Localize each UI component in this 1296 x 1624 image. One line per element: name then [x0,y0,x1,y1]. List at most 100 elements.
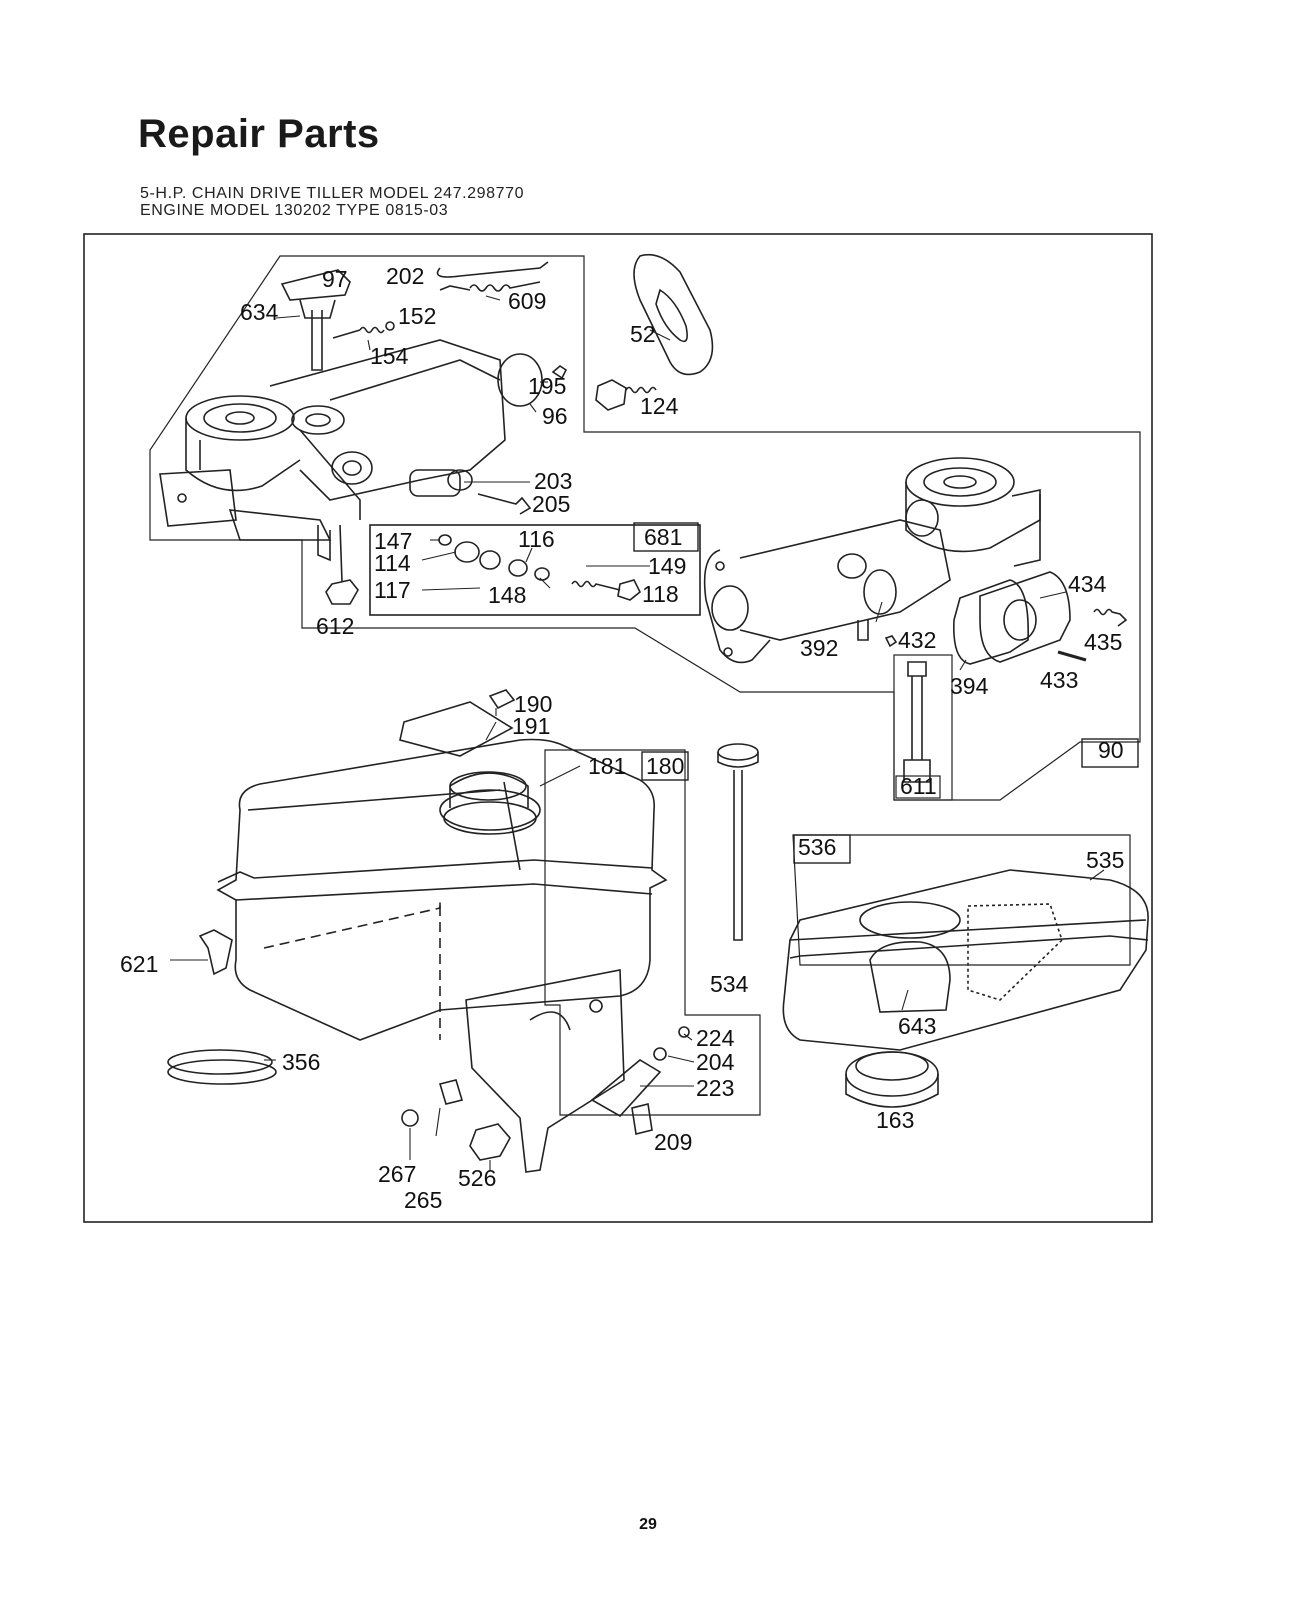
carburetor-left-drawing [159,269,506,583]
bolt-611 [903,661,931,783]
part-432 [884,635,898,648]
air-cleaner-group-outline [792,834,1131,966]
part-149 [571,580,621,591]
callout-97: 97 [322,266,348,292]
nut-612 [325,579,359,605]
carburetor-right-drawing [703,457,1041,664]
callout-154: 154 [370,343,409,369]
callout-223: 223 [696,1075,734,1101]
gasket-52-inner [655,288,688,343]
callout-536: 536 [798,834,836,860]
page-number: 29 [639,1516,657,1533]
callout-432: 432 [898,627,936,653]
plate-slot [529,1011,571,1031]
ring-356-b [167,1059,277,1085]
screw-195 [551,364,568,380]
washer-204 [653,1047,667,1061]
callout-209: 209 [654,1129,692,1155]
dipstick-cap-side [717,752,759,768]
callout-433: 433 [1040,667,1078,693]
diagram-frame [83,233,1153,1223]
part-147 [438,534,452,546]
bolt-526 [469,1123,511,1161]
callout-434: 434 [1068,571,1107,597]
callout-148: 148 [488,582,526,608]
callout-labels: 97 202 609 634 152 154 52 195 96 124 203… [120,263,1139,1213]
filter-163-inner [855,1051,929,1081]
callout-96: 96 [542,403,568,429]
callout-535: 535 [1086,847,1124,873]
callout-265: 265 [404,1187,442,1213]
mounting-plate [465,969,625,1173]
diaphragm-394 [953,579,1029,665]
jet-kit-box [369,524,701,616]
link-202 [436,261,549,278]
screw-224 [678,1026,690,1038]
screw-154 [332,326,385,339]
spring-152 [385,321,395,331]
callout-681: 681 [644,524,682,550]
lever-223 [590,1059,662,1118]
pump-cover [979,571,1071,663]
callout-394: 394 [950,673,989,699]
callout-leaders [170,295,1105,1170]
callout-180: 180 [646,753,684,779]
callout-191: 191 [512,713,550,739]
air-cleaner-drawing [782,869,1149,1051]
bolt-124 [595,379,627,411]
fuel-tank-drawing [216,738,668,1041]
callout-124: 124 [640,393,679,419]
pump-cover-dome [1003,599,1037,641]
callout-526: 526 [458,1165,496,1191]
ring-356 [167,1049,273,1075]
callout-681-box [633,522,699,552]
callout-181: 181 [588,753,626,779]
callout-435: 435 [1084,629,1122,655]
callout-195: 195 [528,373,566,399]
callout-118: 118 [642,581,679,607]
pin-433 [1057,650,1087,662]
subtitle-line-2: ENGINE MODEL 130202 TYPE 0815-03 [140,202,449,219]
callout-611: 611 [900,773,937,799]
callout-149: 149 [648,553,686,579]
dipstick-cap [717,743,759,761]
bolt-124-thread [625,386,657,394]
screw-190 [488,689,516,710]
callout-536-box [793,834,851,864]
callout-267: 267 [378,1161,416,1187]
plate-hole [589,999,603,1013]
callout-90-box [1081,738,1139,768]
bracket-265 [438,1079,464,1105]
callout-392: 392 [800,635,838,661]
dipstick-534 [733,770,743,941]
callout-224: 224 [696,1025,735,1051]
callout-634: 634 [240,299,279,325]
clip-621 [198,929,233,976]
screw-435 [1093,608,1128,627]
filter-163-side [845,1074,939,1108]
model-subtitle: 5-H.P. CHAIN DRIVE TILLER MODEL 247.2987… [140,185,524,219]
callout-609: 609 [508,288,546,314]
callout-52: 52 [630,321,656,347]
callout-116: 116 [518,526,555,552]
callout-114: 114 [374,550,411,576]
callout-205: 205 [532,491,570,517]
callout-90: 90 [1098,737,1124,763]
callout-152: 152 [398,303,436,329]
callout-643: 643 [898,1013,936,1039]
page-title: Repair Parts [138,112,380,156]
spring-609 [439,281,541,292]
callout-611-box [895,775,941,799]
filter-163 [845,1051,939,1097]
callout-356: 356 [282,1049,320,1075]
screw-392 [857,620,869,641]
part-116 [508,559,528,577]
nut-267 [401,1109,419,1127]
callout-621: 621 [120,951,158,977]
part-148 [534,567,550,581]
callout-202: 202 [386,263,424,289]
spring-209 [631,1103,653,1135]
part-117 [479,550,501,570]
subtitle-line-1: 5-H.P. CHAIN DRIVE TILLER MODEL 247.2987… [140,185,525,202]
